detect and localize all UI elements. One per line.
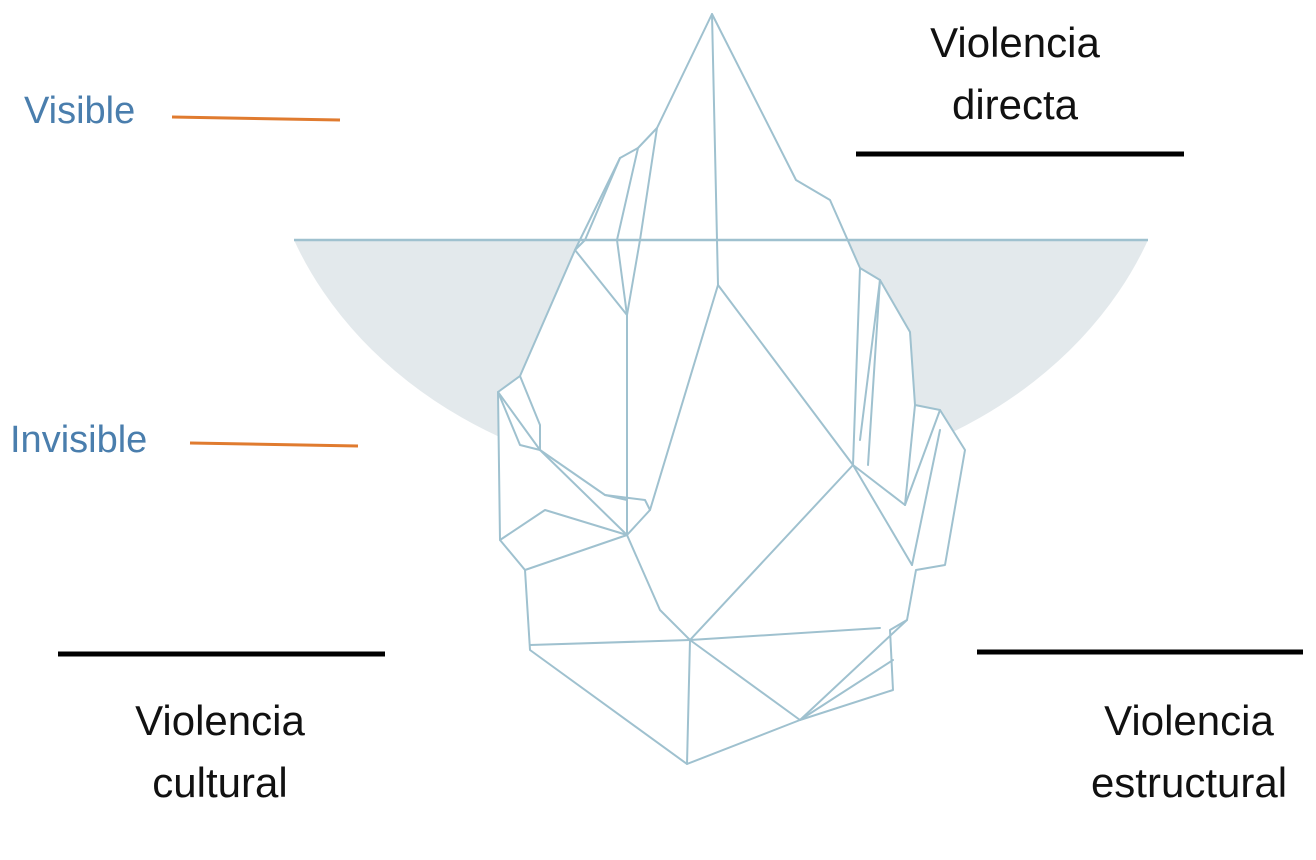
iceberg-facet — [574, 249, 628, 316]
iceberg-facet — [689, 627, 881, 641]
invisible-label: Invisible — [10, 419, 148, 461]
violencia-directa-label: Violencia directa — [880, 12, 1150, 136]
violencia-estructural-line2: estructural — [1090, 759, 1288, 806]
visible-label: Visible — [24, 90, 136, 132]
iceberg-facet — [626, 534, 691, 641]
iceberg-facet — [852, 464, 906, 506]
violencia-estructural-line1: Violencia — [1104, 697, 1274, 744]
iceberg-facet — [717, 284, 854, 466]
iceberg-facet — [859, 279, 881, 441]
iceberg-facet — [689, 464, 854, 641]
violencia-directa-line1: Violencia — [930, 19, 1100, 66]
iceberg-facet — [686, 639, 691, 765]
iceberg-facet — [911, 429, 941, 566]
iceberg-facet — [529, 639, 691, 646]
iceberg-facet — [904, 404, 916, 506]
iceberg-facet — [904, 409, 941, 506]
visible-connector — [171, 115, 341, 122]
iceberg-facet — [604, 494, 651, 536]
iceberg-facet — [649, 284, 719, 511]
iceberg-facet — [689, 639, 801, 721]
violencia-estructural-label: Violencia estructural — [1064, 690, 1314, 814]
violencia-directa-line2: directa — [951, 81, 1079, 128]
iceberg-facet — [799, 659, 894, 721]
iceberg-facet — [497, 391, 541, 451]
violencia-cultural-line2: cultural — [152, 759, 288, 806]
iceberg-facet — [524, 534, 628, 571]
violencia-cultural-label: Violencia cultural — [80, 690, 360, 814]
violencia-cultural-line1: Violencia — [135, 697, 305, 744]
iceberg-facet — [499, 509, 628, 541]
iceberg-facet — [799, 619, 908, 721]
iceberg-facet — [519, 375, 541, 451]
iceberg-facet — [852, 464, 913, 566]
iceberg-facet — [852, 267, 861, 466]
invisible-connector — [189, 441, 359, 448]
iceberg — [497, 13, 966, 765]
iceberg-facet — [867, 279, 881, 466]
